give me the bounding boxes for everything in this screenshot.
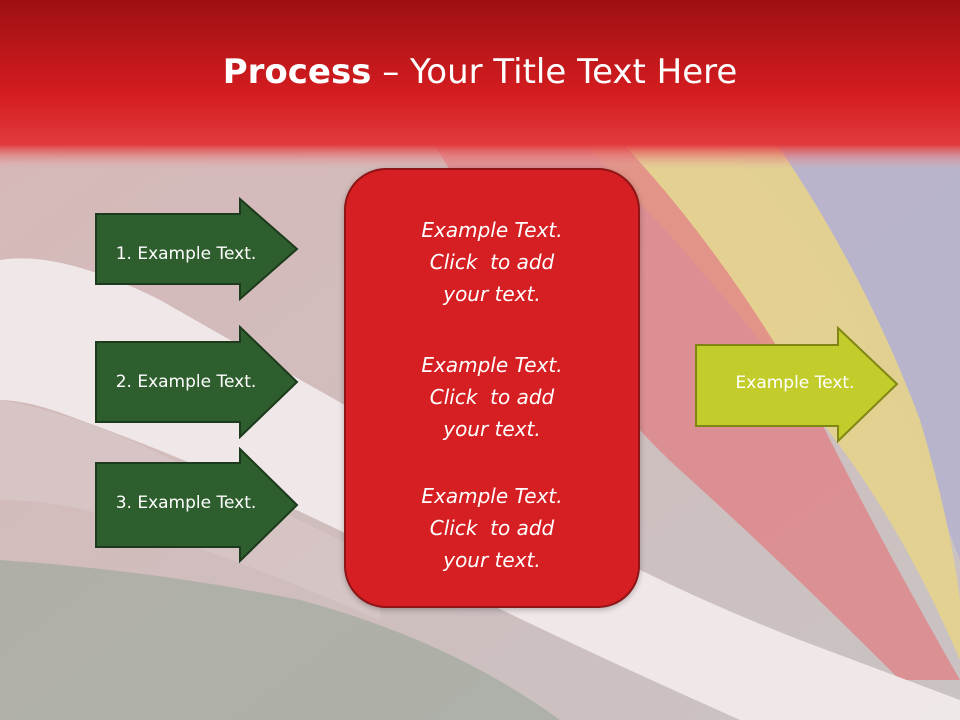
result-label: Example Text. [735, 373, 855, 393]
title-bold: Process [222, 52, 372, 92]
center-text-line: Click to add [429, 516, 555, 540]
center-text-line: your text. [443, 282, 541, 306]
center-text-line: your text. [443, 417, 541, 441]
process-step-1-arrow [95, 197, 299, 301]
center-text-line: your text. [443, 548, 541, 572]
process-step-2-label: 2. Example Text. [115, 372, 257, 392]
center-text-block-3: Example Text. Click to add your text. [346, 480, 638, 576]
center-text-line: Example Text. [421, 218, 563, 242]
process-step-1-label: 1. Example Text. [115, 244, 257, 264]
process-step-2-arrow [95, 325, 299, 439]
process-step-3-label: 3. Example Text. [115, 493, 257, 513]
center-text-line: Click to add [429, 385, 555, 409]
process-step-3-arrow [95, 447, 299, 564]
result-arrow [695, 326, 899, 444]
center-process-box: Example Text. Click to add your text. Ex… [344, 168, 640, 608]
center-text-line: Example Text. [421, 353, 563, 377]
center-text-block-2: Example Text. Click to add your text. [346, 349, 638, 445]
title-rest: – Your Title Text Here [371, 52, 738, 92]
center-text-line: Example Text. [421, 484, 563, 508]
center-text-block-1: Example Text. Click to add your text. [346, 214, 638, 310]
center-text-line: Click to add [429, 250, 555, 274]
page-title: Process – Your Title Text Here [0, 52, 960, 92]
